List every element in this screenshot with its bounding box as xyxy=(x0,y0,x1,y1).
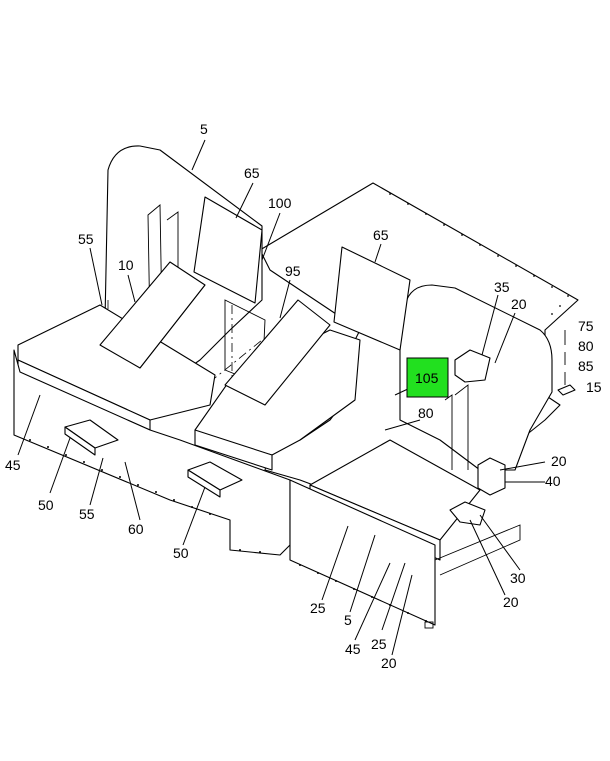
armrest-center-50 xyxy=(187,461,243,498)
bracket-35 xyxy=(454,349,491,383)
frame-rivets-right xyxy=(299,564,427,622)
callout-55-bottom: 55 xyxy=(79,506,95,522)
callout-30: 30 xyxy=(510,570,526,586)
right-seat-base xyxy=(289,439,521,629)
callout-75: 75 xyxy=(578,318,594,334)
callout-10: 10 xyxy=(118,257,134,273)
callout-100: 100 xyxy=(268,195,292,211)
frame-rivets-left xyxy=(29,439,261,553)
bracket-20-upper xyxy=(477,457,506,496)
bracket-20-lower xyxy=(449,501,486,526)
fastener-set xyxy=(557,330,576,396)
seat-pad-10 xyxy=(99,261,206,369)
callout-25-left: 25 xyxy=(310,600,326,616)
callout-80-right: 80 xyxy=(578,338,594,354)
callout-65-right: 65 xyxy=(373,227,389,243)
callout-15: 15 xyxy=(586,379,602,395)
callout-20-mid-right: 20 xyxy=(551,453,567,469)
leader-lines xyxy=(17,139,546,656)
highlight-box-105 xyxy=(406,357,449,398)
callout-25-right: 25 xyxy=(371,636,387,652)
callout-40: 40 xyxy=(545,473,561,489)
callout-50-left: 50 xyxy=(38,497,54,513)
callout-labels: 5 65 100 55 10 95 65 35 20 75 80 85 15 1… xyxy=(5,121,602,671)
callout-20-lower-right: 20 xyxy=(503,594,519,610)
callout-95: 95 xyxy=(285,263,301,279)
callout-65-left: 65 xyxy=(244,165,260,181)
callout-85: 85 xyxy=(578,358,594,374)
callout-105: 105 xyxy=(415,370,439,386)
callout-5-bottom: 5 xyxy=(344,612,352,628)
callout-20-upper-right: 20 xyxy=(511,296,527,312)
callout-45-left: 45 xyxy=(5,457,21,473)
callout-55-top: 55 xyxy=(78,231,94,247)
left-base-frame xyxy=(13,349,291,556)
callout-50-center: 50 xyxy=(173,545,189,561)
callout-20-bottom: 20 xyxy=(381,655,397,671)
cushion-left-65 xyxy=(193,196,263,304)
callout-60: 60 xyxy=(128,521,144,537)
cushion-right-65 xyxy=(333,246,411,351)
armrest-left-50 xyxy=(64,419,119,456)
callout-35: 35 xyxy=(494,279,510,295)
callout-45-bottom: 45 xyxy=(345,641,361,657)
callout-5-top: 5 xyxy=(200,121,208,137)
callout-80-center: 80 xyxy=(418,405,434,421)
rear-panel-rivets xyxy=(389,193,569,315)
seat-pad-95 xyxy=(224,299,331,406)
